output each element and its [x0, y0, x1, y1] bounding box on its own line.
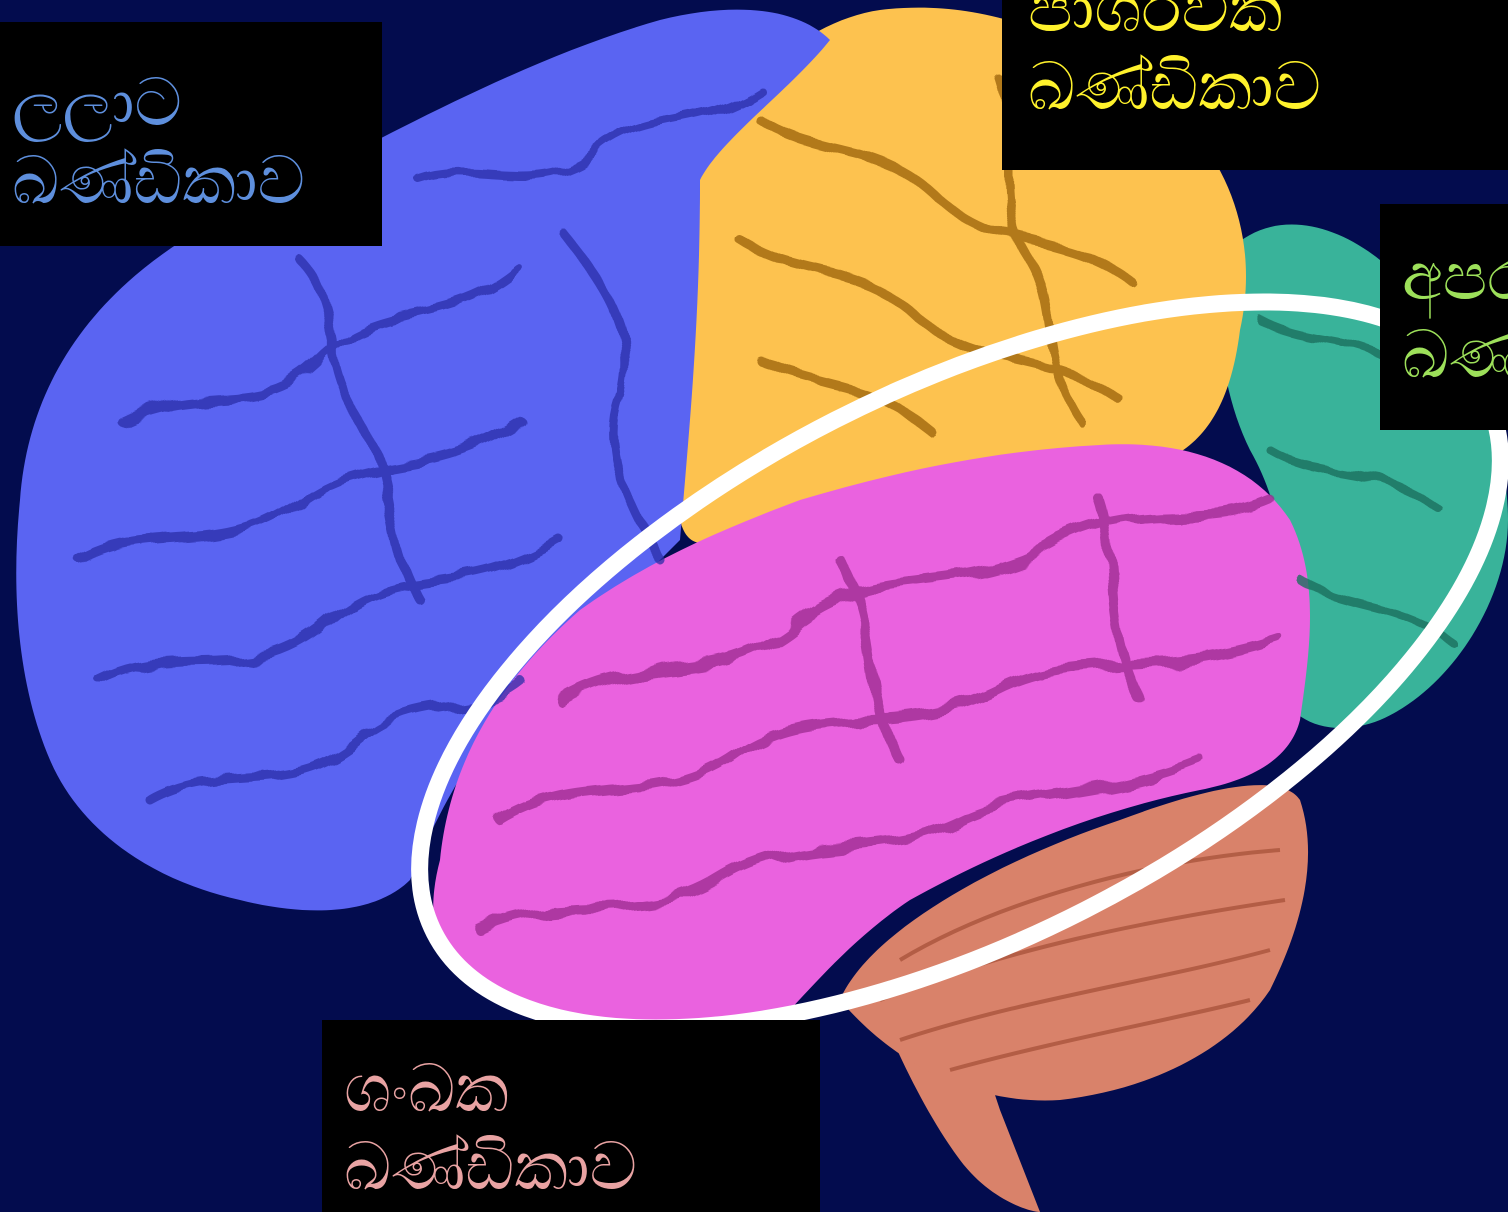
occipital-lobe-label: අපර ඛණ්ඩිකාව [1380, 204, 1508, 430]
occipital-lobe-label-line2: ඛණ්ඩිකාව [1402, 316, 1508, 394]
occipital-lobe-label-line1: අපර [1402, 238, 1508, 316]
parietal-lobe-label-line2: ඛණ්ඩිකාව [1028, 48, 1508, 126]
frontal-lobe-label: ලලාට ඛණ්ඩිකාව [0, 22, 382, 246]
temporal-lobe-label: ශංඛක ඛණ්ඩිකාව [322, 1020, 820, 1212]
parietal-lobe-label-line1: පාර්ශවික [1028, 0, 1508, 48]
temporal-lobe-label-line2: ඛණ්ඩිකාව [344, 1128, 820, 1206]
parietal-lobe-label: පාර්ශවික ඛණ්ඩිකාව [1002, 0, 1508, 170]
frontal-lobe-label-line2: ඛණ්ඩිකාව [12, 142, 382, 220]
temporal-lobe-label-line1: ශංඛක [344, 1050, 820, 1128]
frontal-lobe-label-line1: ලලාට [12, 64, 382, 142]
